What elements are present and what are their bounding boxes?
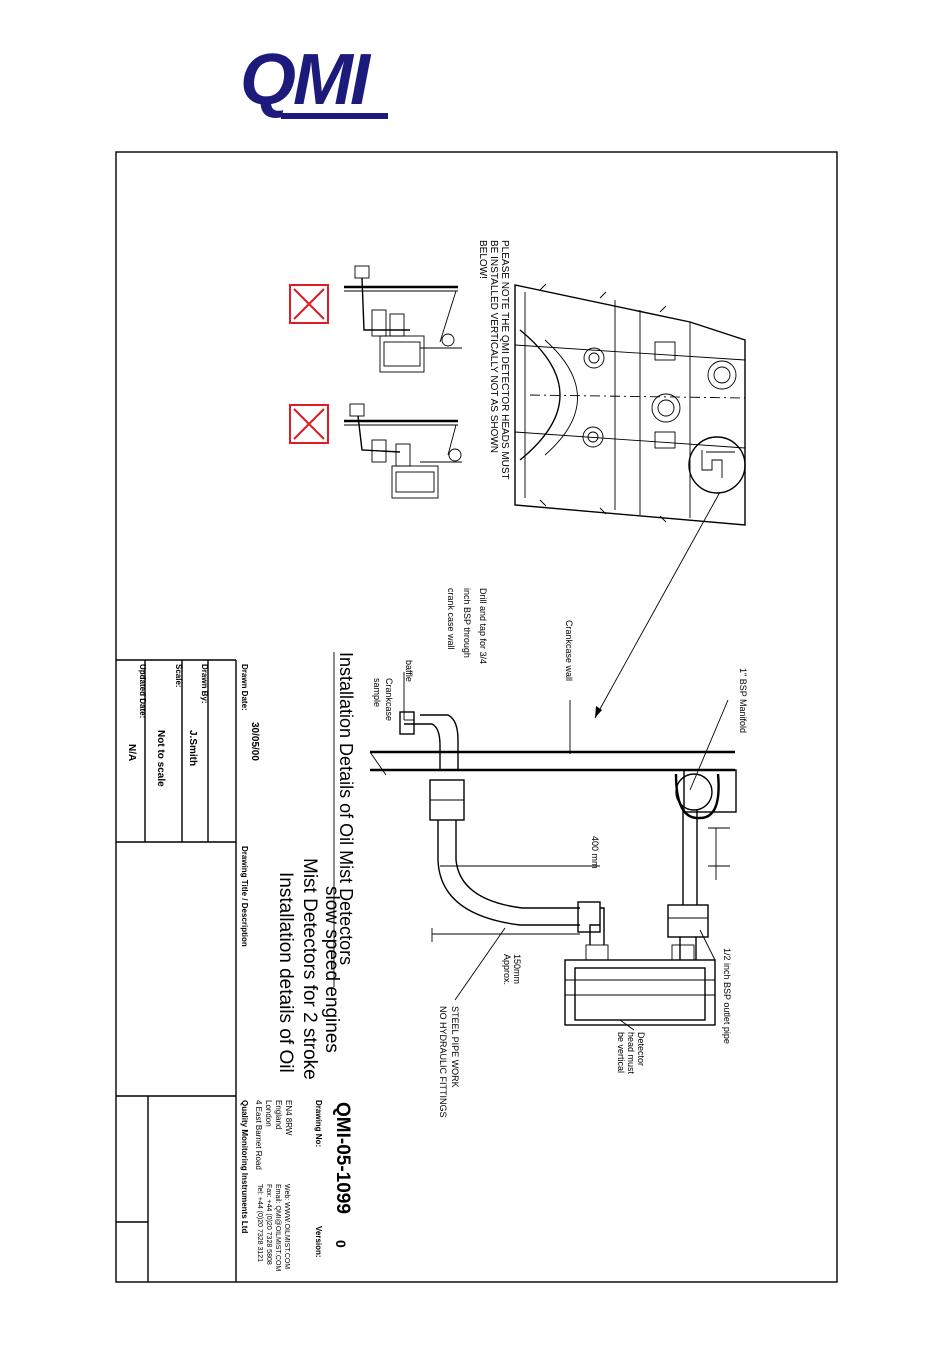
installation-detail	[369, 672, 737, 1031]
company-name: Quality Monitoring Instruments Ltd	[240, 1100, 249, 1233]
drawing-title-3: slow speed engines	[321, 886, 342, 1053]
scale-label: Scale:	[174, 664, 183, 688]
label-steel-2: NO HYDRAULIC FITTINGS	[438, 1006, 448, 1118]
label-steel-1: STEEL PIPE WORK	[450, 1006, 460, 1088]
warning-line-2: BE INSTALLED VERTICALLY NOT AS SHOWN	[488, 240, 499, 453]
label-detector-2: head must	[626, 1032, 636, 1075]
title-block: Drawn Date: 30/05/00 Drawn By: J.Smith S…	[116, 659, 353, 1282]
updated-label: Updated Date:	[138, 664, 147, 718]
warning-line-3: BELOW!	[477, 240, 488, 279]
title-label: Drawing Title / Description	[240, 846, 249, 947]
qmi-logo: QMI	[240, 40, 388, 120]
warning-note: PLEASE NOTE THE QMI DETECTOR HEADS MUST …	[477, 240, 510, 480]
contact-email: Email: QMI@OILMIST.COM	[274, 1184, 281, 1271]
incorrect-example-1	[289, 265, 462, 373]
drawn-by-label: Drawn By:	[200, 664, 209, 704]
logo-text: QMI	[240, 40, 372, 120]
label-drill-1: Drill and tap for 3/4	[478, 588, 488, 664]
address-3: England	[274, 1100, 283, 1129]
label-baffle: baffle	[404, 660, 414, 682]
label-detector-3: be vertical	[616, 1032, 626, 1073]
address-4: EN4 8RW	[284, 1100, 293, 1136]
contact-web: Web: WWW.OILMIST.COM	[283, 1184, 290, 1269]
contact-tel: Tel: +44 (0)20 7328 3121	[256, 1184, 263, 1262]
label-manifold: 1" BSP Manifold	[738, 668, 748, 733]
contact-fax: Fax: +44 (0)20 7328 5808	[265, 1184, 272, 1265]
drawing-border	[115, 151, 838, 1283]
engine-frame-sketch	[514, 283, 746, 719]
label-dim-150-2: Approx.	[502, 954, 512, 985]
drawing-title-2: Mist Detectors for 2 stroke	[299, 858, 320, 1080]
label-outlet: 1/2 inch BSP outlet pipe	[722, 948, 732, 1044]
drawing-no-label: Drawing No:	[314, 1100, 323, 1147]
main-heading: Installation Details of Oil Mist Detecto…	[336, 652, 356, 965]
label-detector-1: Detector	[636, 1032, 646, 1066]
label-crankcase-wall: Crankcase wall	[564, 620, 574, 681]
label-dim-150-1: 150mm	[512, 954, 522, 984]
drawing-no-value: QMI-05-1099	[332, 1102, 353, 1214]
scale-value: Not to scale	[155, 730, 166, 787]
drawn-date-label: Drawn Date:	[240, 664, 249, 711]
version-label: Version:	[314, 1226, 323, 1258]
version-value: 0	[333, 1240, 349, 1248]
warning-line-1: PLEASE NOTE THE QMI DETECTOR HEADS MUST	[499, 240, 510, 480]
updated-value: N/A	[126, 744, 137, 761]
address-1: 4 East Barnet Road	[254, 1100, 263, 1170]
label-sample-2: sample	[372, 678, 382, 707]
label-drill-2: inch BSP through	[462, 588, 472, 658]
label-sample-1: Crankcase	[384, 678, 394, 721]
label-dim-400: 400 mm	[590, 836, 600, 869]
logo-underline	[281, 113, 388, 119]
drawing-title-1: Installation details of Oil	[275, 872, 296, 1073]
address-2: London	[264, 1100, 273, 1127]
label-drill-3: crank case wall	[446, 588, 456, 650]
drawn-date-value: 30/05/00	[249, 722, 260, 761]
incorrect-example-2	[289, 403, 462, 499]
drawn-by-value: J.Smith	[187, 730, 198, 766]
